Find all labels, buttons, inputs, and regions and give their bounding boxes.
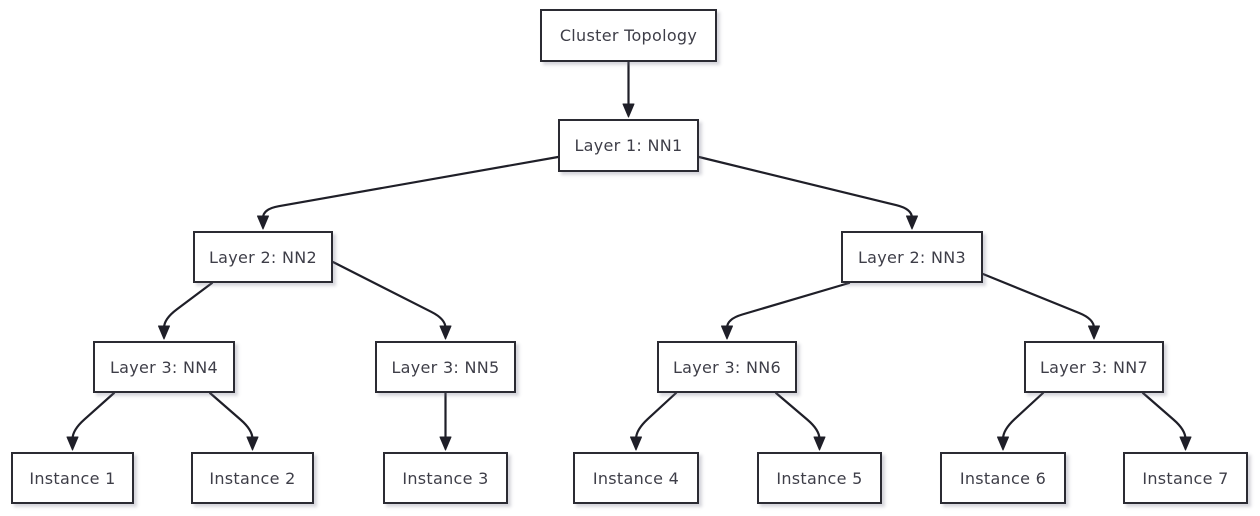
node-i2: Instance 2 <box>191 452 314 504</box>
node-label-i7: Instance 7 <box>1142 468 1229 488</box>
edge-nn2-nn5 <box>331 260 447 330</box>
arrowhead-icon-i1 <box>66 436 79 451</box>
edge-nn6-i4 <box>634 391 678 441</box>
node-i1: Instance 1 <box>11 452 134 504</box>
arrowhead-icon-nn7 <box>1088 325 1100 340</box>
node-label-nn5: Layer 3: NN5 <box>391 357 500 377</box>
node-nn2: Layer 2: NN2 <box>193 231 333 283</box>
edge-nn6-i5 <box>774 391 821 441</box>
node-label-nn1: Layer 1: NN1 <box>574 136 683 155</box>
arrowhead-icon-i6 <box>997 436 1009 451</box>
node-nn7: Layer 3: NN7 <box>1024 341 1164 393</box>
node-i5: Instance 5 <box>757 452 882 504</box>
edge-nn2-nn4 <box>162 281 214 330</box>
edge-nn7-i6 <box>1001 391 1045 441</box>
arrowhead-icon-nn4 <box>158 325 170 340</box>
arrowhead-icon-nn6 <box>721 325 733 340</box>
node-nn6: Layer 3: NN6 <box>657 341 797 393</box>
arrowhead-icon-i3 <box>439 436 452 451</box>
node-nn3: Layer 2: NN3 <box>841 231 983 283</box>
node-nn1: Layer 1: NN1 <box>558 119 699 172</box>
node-label-ct: Cluster Topology <box>559 26 698 45</box>
arrowhead-icon-nn1 <box>622 103 635 118</box>
edge-nn4-i2 <box>208 391 254 441</box>
node-label-i4: Instance 4 <box>592 468 680 488</box>
node-label-nn2: Layer 2: NN2 <box>208 247 318 267</box>
edge-nn4-i1 <box>71 391 116 441</box>
node-i6: Instance 6 <box>940 452 1066 504</box>
node-label-nn3: Layer 2: NN3 <box>857 247 967 267</box>
edge-nn1-nn2 <box>261 155 560 220</box>
node-label-nn7: Layer 3: NN7 <box>1039 357 1149 377</box>
arrowhead-icon-i7 <box>1179 436 1192 451</box>
node-label-nn6: Layer 3: NN6 <box>672 357 782 377</box>
node-nn4: Layer 3: NN4 <box>93 341 235 393</box>
node-nn5: Layer 3: NN5 <box>375 341 516 393</box>
node-i3: Instance 3 <box>383 452 508 504</box>
node-label-i1: Instance 1 <box>29 468 116 488</box>
node-i7: Instance 7 <box>1123 452 1248 504</box>
node-label-nn4: Layer 3: NN4 <box>109 357 219 377</box>
node-label-i3: Instance 3 <box>402 468 489 488</box>
edge-nn7-i7 <box>1141 391 1187 441</box>
edge-nn3-nn6 <box>725 281 851 330</box>
arrowhead-icon-i5 <box>813 436 826 451</box>
edge-nn3-nn7 <box>981 272 1096 330</box>
node-label-i2: Instance 2 <box>209 468 296 488</box>
node-label-i6: Instance 6 <box>959 468 1047 488</box>
arrowhead-icon-nn2 <box>257 215 269 230</box>
node-label-i5: Instance 5 <box>776 468 863 488</box>
arrowhead-icon-nn3 <box>906 215 918 230</box>
node-i4: Instance 4 <box>573 452 699 504</box>
arrowhead-icon-i2 <box>246 436 259 451</box>
edge-nn1-nn3 <box>697 155 914 220</box>
node-ct: Cluster Topology <box>540 9 717 62</box>
arrowhead-icon-nn5 <box>439 325 452 340</box>
arrowhead-icon-i4 <box>630 436 642 451</box>
